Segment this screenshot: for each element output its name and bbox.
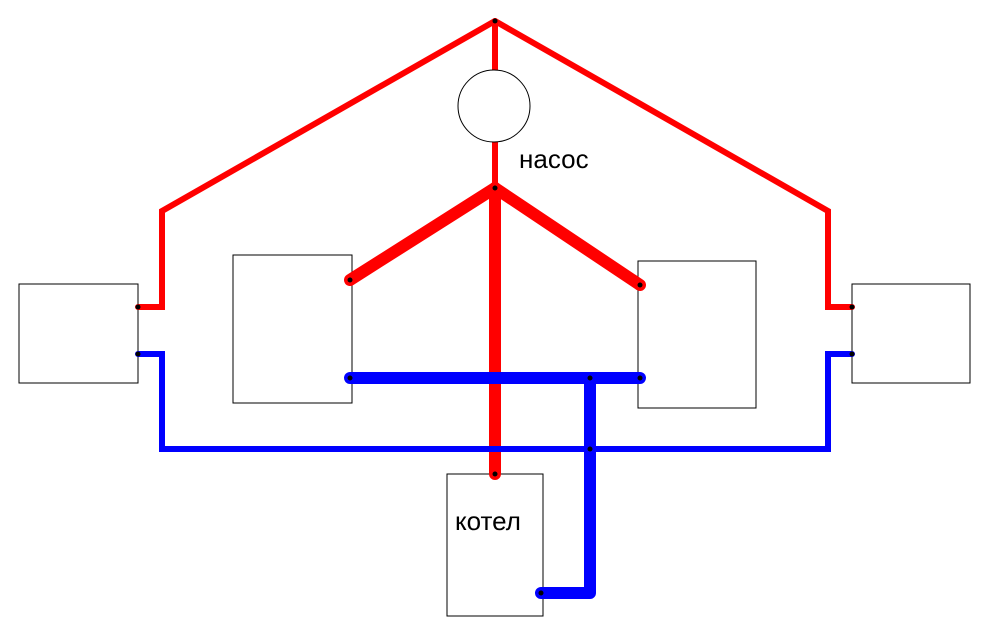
cold-outer-pipes xyxy=(135,351,855,452)
junction-dot xyxy=(637,375,643,381)
pump-label: насос xyxy=(519,144,589,174)
junction-dot xyxy=(492,185,498,191)
junction-dots xyxy=(135,18,855,596)
junction-dot xyxy=(538,590,544,596)
hot-pipe-left xyxy=(135,18,498,310)
junction-dot xyxy=(347,277,353,283)
pump-circle xyxy=(457,69,531,143)
junction-dot xyxy=(135,351,141,357)
junction-dot xyxy=(492,471,498,477)
junction-dot xyxy=(849,351,855,357)
junction-dot xyxy=(587,375,593,381)
junction-dot xyxy=(587,446,593,452)
cold-return-to-boiler xyxy=(535,372,596,599)
hot-pipe-right xyxy=(492,18,855,310)
radiator-far-left xyxy=(18,283,139,384)
radiator-far-right xyxy=(851,283,971,384)
junction-dot xyxy=(347,375,353,381)
hot-branch-left xyxy=(344,182,501,286)
radiator-inner-left xyxy=(232,254,353,404)
radiator-inner-right xyxy=(637,260,757,409)
cold-pipe-outer-loop xyxy=(135,351,855,452)
junction-dot xyxy=(492,18,498,24)
hot-branch-right xyxy=(489,182,646,291)
junction-dot xyxy=(135,304,141,310)
hot-outer-pipes xyxy=(135,18,855,310)
junction-dot xyxy=(637,282,643,288)
boiler-label: котел xyxy=(455,506,521,536)
boiler-box xyxy=(446,473,544,617)
junction-dot xyxy=(849,304,855,310)
hot-inner-pipes xyxy=(344,182,646,480)
